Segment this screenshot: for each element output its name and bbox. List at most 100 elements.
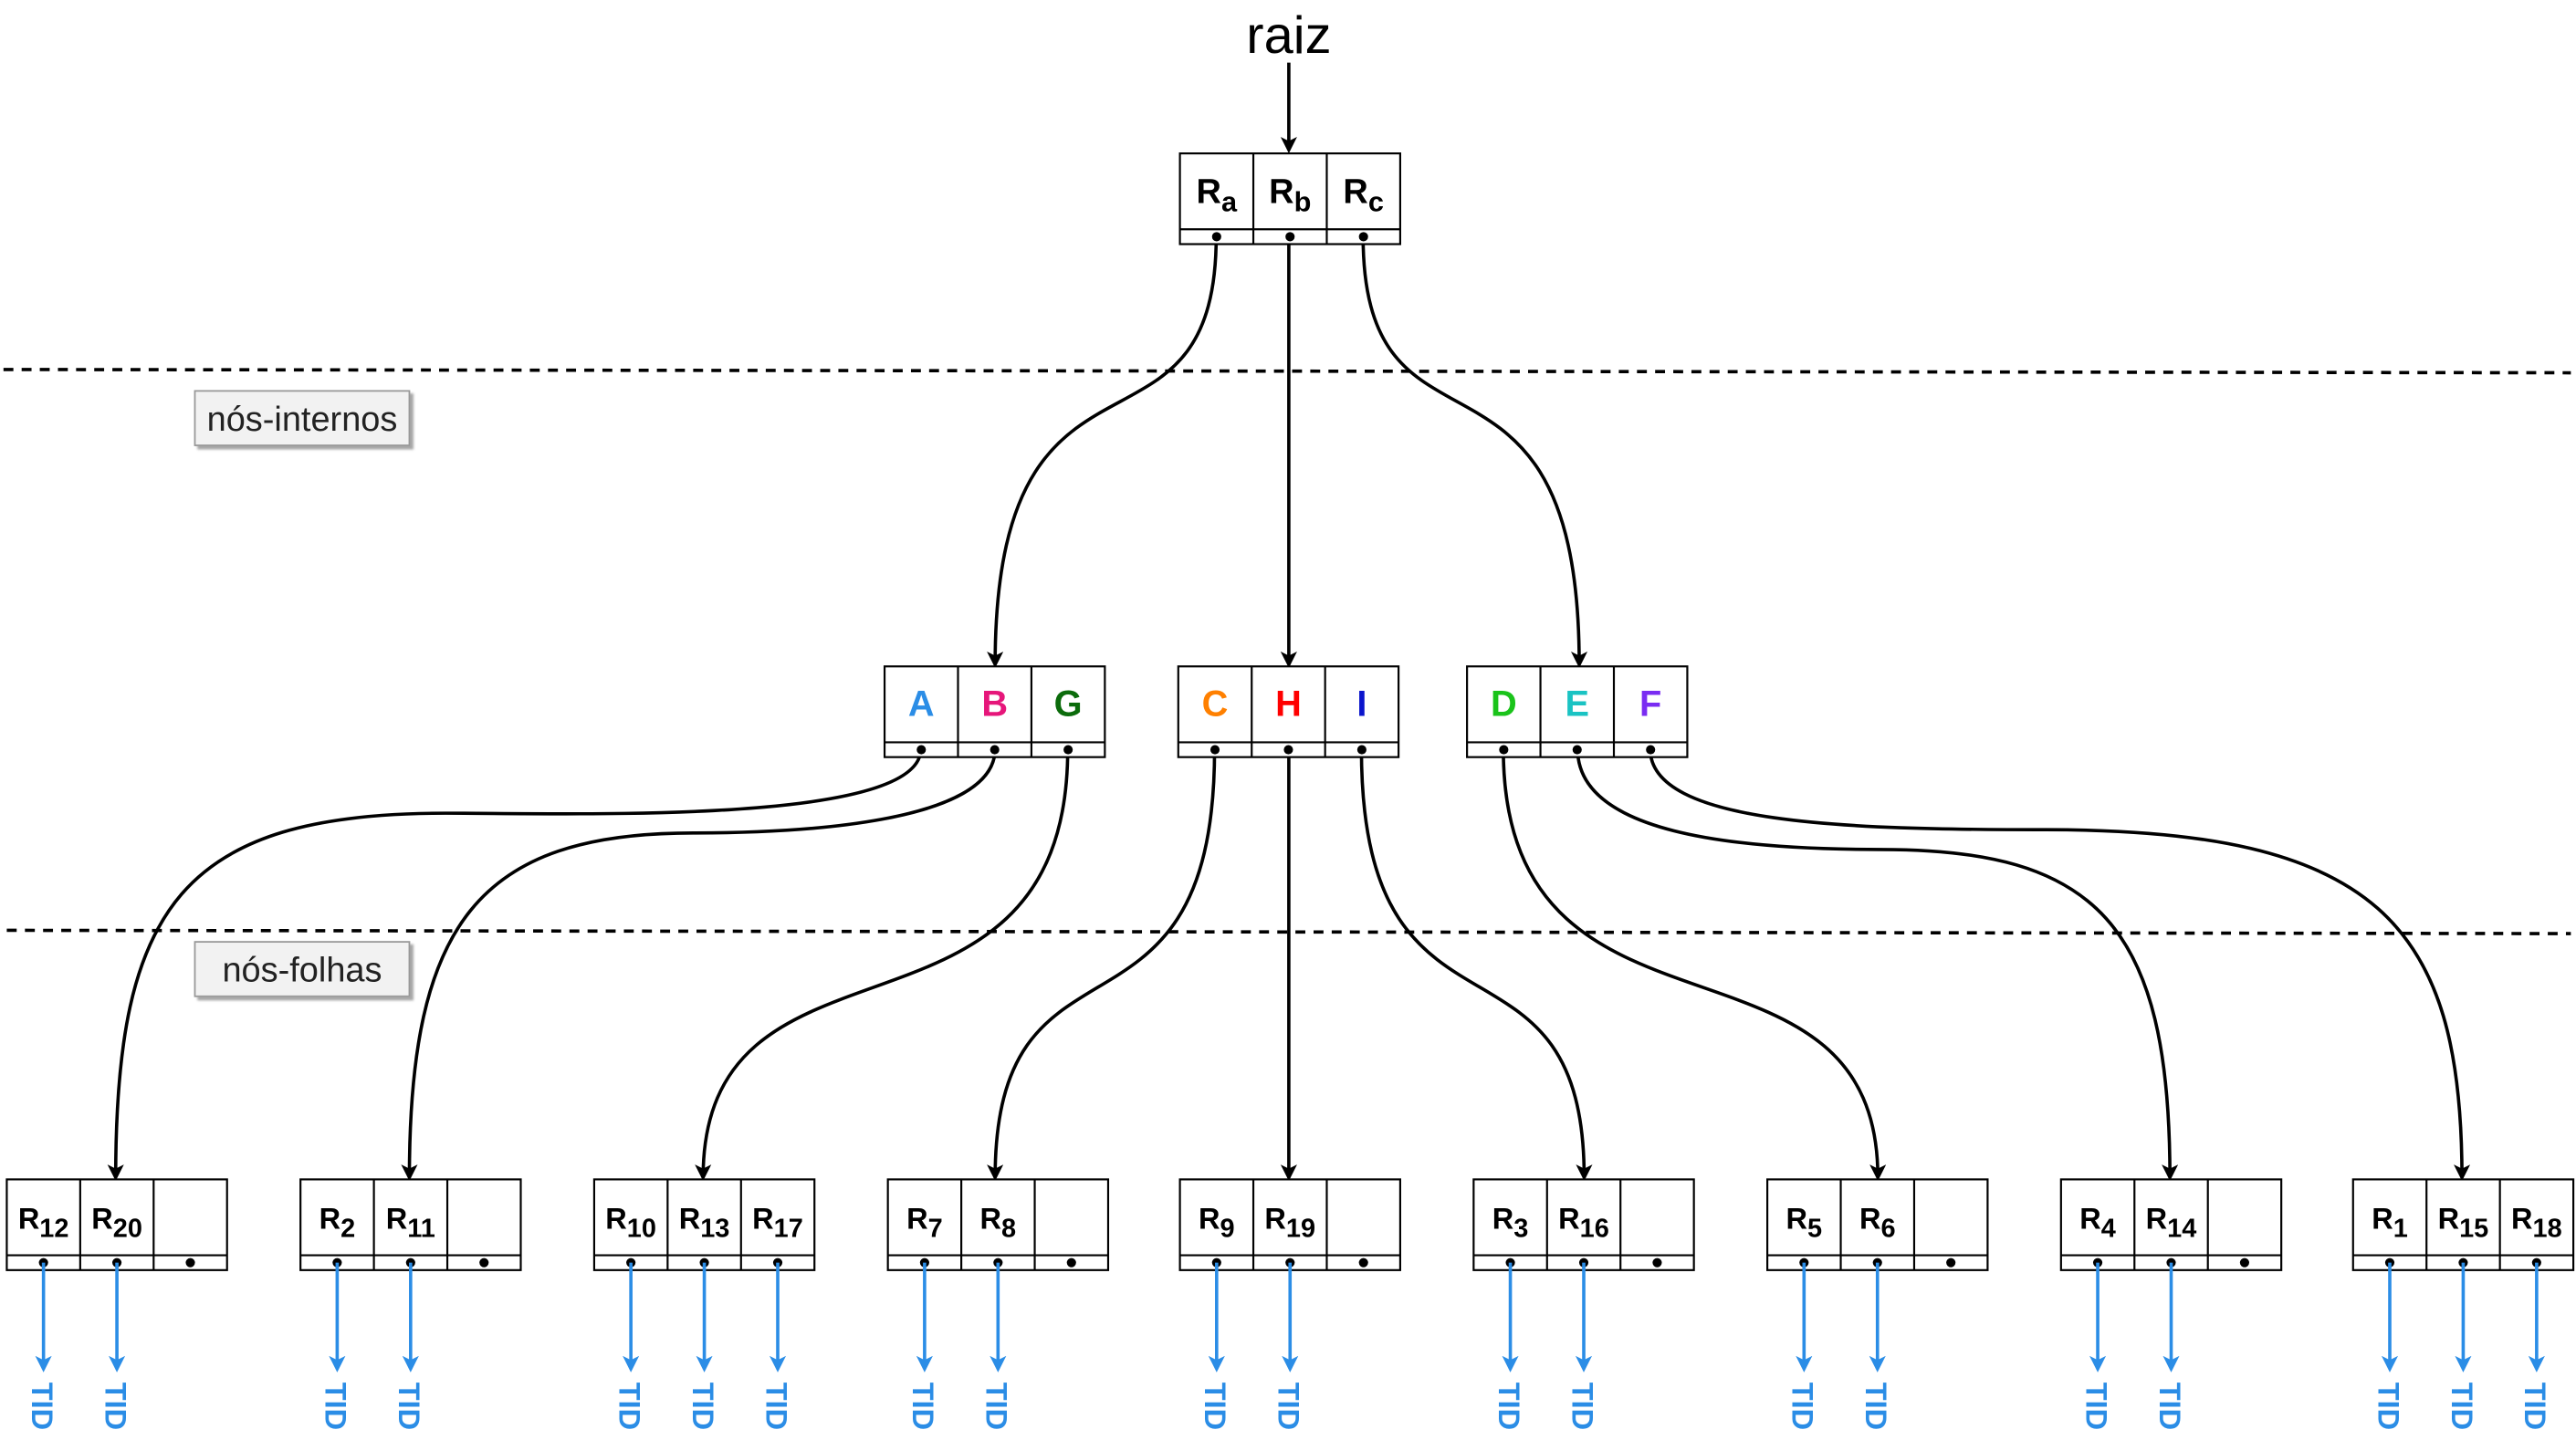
key-subscript: 12 <box>39 1215 68 1244</box>
key-subscript: c <box>1368 185 1384 217</box>
key-subscript: 8 <box>1001 1215 1016 1244</box>
key-subscript: 18 <box>2533 1215 2562 1244</box>
node-key: R15 <box>2438 1203 2489 1244</box>
zone-label-internal: nós-internos <box>194 390 411 446</box>
key-subscript: 4 <box>2101 1215 2116 1244</box>
tid-pointer: TID <box>2372 1262 2404 1430</box>
pointer-dot <box>185 1257 195 1268</box>
node-key: R9 <box>1199 1203 1235 1244</box>
tid-label: TID <box>906 1383 939 1430</box>
tid-label: TID <box>686 1383 719 1430</box>
node-key: Rc <box>1343 172 1384 217</box>
node-key: R8 <box>980 1203 1017 1244</box>
key-base: R <box>1343 172 1367 211</box>
tid-pointer: TID <box>1786 1262 1819 1430</box>
node-key: H <box>1275 683 1302 724</box>
tid-pointer: TID <box>2079 1262 2112 1430</box>
node-key: R2 <box>319 1203 356 1244</box>
edge-rc <box>1361 235 1588 669</box>
key-subscript: 19 <box>1286 1215 1315 1244</box>
pointer-dot <box>1285 232 1295 242</box>
key-base: R <box>1269 172 1293 211</box>
key-subscript: 13 <box>700 1215 729 1244</box>
pointer-dot <box>1356 745 1367 755</box>
tid-label: TID <box>2079 1383 2112 1430</box>
key-subscript: b <box>1294 185 1312 217</box>
node-key: G <box>1054 683 1083 724</box>
node-key: R6 <box>1859 1203 1896 1244</box>
key-base: R <box>2511 1203 2532 1236</box>
tid-label: TID <box>2445 1383 2478 1430</box>
key-base: R <box>2146 1203 2167 1236</box>
edge-f <box>1648 748 2471 1182</box>
tid-pointer: TID <box>26 1262 58 1430</box>
pointer-dot <box>1063 745 1073 755</box>
node-key: R14 <box>2146 1203 2197 1244</box>
key-subscript: 17 <box>774 1215 803 1244</box>
key-subscript: 10 <box>627 1215 656 1244</box>
key-base: R <box>91 1203 112 1236</box>
tid-pointer: TID <box>99 1262 131 1430</box>
tid-pointer: TID <box>1859 1262 1892 1430</box>
root-label: raiz <box>1246 6 1331 65</box>
tid-pointer: TID <box>319 1262 352 1430</box>
tid-pointer: TID <box>2153 1262 2186 1430</box>
tid-label: TID <box>759 1383 792 1430</box>
key-base: R <box>1786 1203 1807 1236</box>
node-key: Ra <box>1197 172 1238 217</box>
edge-b <box>401 748 997 1182</box>
edge-c <box>987 748 1217 1182</box>
tid-pointer: TID <box>1492 1262 1525 1430</box>
tid-label: TID <box>26 1383 58 1430</box>
pointer-dot <box>1211 232 1221 242</box>
key-subscript: 20 <box>113 1215 142 1244</box>
tid-label: TID <box>1565 1383 1598 1430</box>
tid-label: TID <box>2153 1383 2186 1430</box>
node-key: R4 <box>2079 1203 2116 1244</box>
node-key: D <box>1491 683 1517 724</box>
zone-label-leaves: nós-folhas <box>194 941 411 997</box>
edges-internal-to-leaves <box>107 748 2471 1182</box>
tid-pointer: TID <box>393 1262 425 1430</box>
tid-pointer: TID <box>613 1262 645 1430</box>
tid-label: TID <box>1492 1383 1525 1430</box>
key-base: R <box>319 1203 340 1236</box>
pointer-dot <box>990 745 1000 755</box>
key-base: R <box>980 1203 1001 1236</box>
key-base: R <box>1197 172 1221 211</box>
pointer-dot <box>1572 745 1582 755</box>
key-base: R <box>1558 1203 1579 1236</box>
node-key: F <box>1639 683 1661 724</box>
node-key: R16 <box>1558 1203 1609 1244</box>
pointer-dot <box>1358 1257 1368 1268</box>
key-subscript: 16 <box>1580 1215 1609 1244</box>
node-key: R11 <box>386 1203 435 1244</box>
key-base: R <box>2372 1203 2393 1236</box>
tid-pointer: TID <box>686 1262 719 1430</box>
node-key: R12 <box>18 1203 69 1244</box>
key-base: R <box>386 1203 407 1236</box>
svg-text:nós-internos: nós-internos <box>207 401 398 439</box>
tid-label: TID <box>2518 1383 2551 1430</box>
key-subscript: 7 <box>928 1215 943 1244</box>
node-key: C <box>1202 683 1229 724</box>
edge-e <box>1576 748 2179 1182</box>
tid-label: TID <box>2372 1383 2404 1430</box>
pointer-dot <box>2239 1257 2249 1268</box>
edges-root-to-internal <box>987 235 1588 669</box>
tid-label: TID <box>319 1383 352 1430</box>
key-subscript: 1 <box>2393 1215 2408 1244</box>
pointer-dot <box>1946 1257 1956 1268</box>
key-base: R <box>1492 1203 1513 1236</box>
pointer-dot <box>1499 745 1509 755</box>
edge-ra <box>987 235 1219 669</box>
node-key: B <box>981 683 1008 724</box>
